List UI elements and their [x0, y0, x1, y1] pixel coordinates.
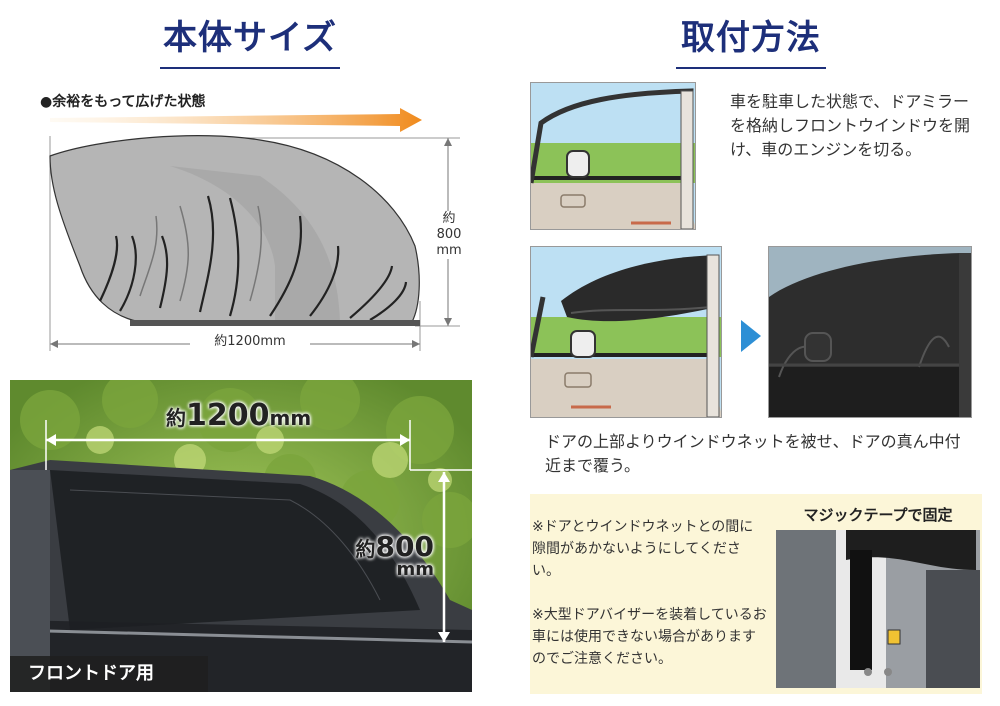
install-heading-text: 取付方法 [681, 18, 821, 58]
width-dimension-label: 約1200mm [190, 334, 310, 350]
photo-height-unit: mm [396, 559, 434, 580]
size-diagram: ●余裕をもって広げた状態 [20, 86, 490, 366]
velcro-illustration [776, 530, 980, 688]
net-illustration [49, 108, 460, 351]
next-step-arrow-icon [741, 320, 761, 352]
step2-before-illustration [531, 247, 721, 417]
install-heading: 取付方法 [676, 10, 826, 69]
height-dimension-label: 約 800 mm [432, 211, 466, 259]
spread-arrow-icon [50, 108, 422, 132]
height-dim-value: 800 [436, 227, 462, 242]
photo-height-value: 800 [375, 530, 434, 563]
photo-width-prefix: 約 [166, 406, 186, 430]
car-photo: 約1200mm 約800 mm フロントドア用 [10, 380, 472, 692]
front-door-caption: フロントドア用 [10, 656, 208, 692]
photo-width-value: 1200 [186, 398, 270, 433]
size-heading-text: 本体サイズ [163, 18, 337, 58]
photo-height-prefix: 約 [355, 537, 376, 561]
visor-warning-note: ※大型ドアバイザーを装着しているお車には使用できない場合がありますのでご注意くだ… [532, 607, 767, 667]
photo-height-dimension: 約800 mm [350, 530, 434, 580]
step1-description: 車を駐車した状態で、ドアミラーを格納しフロントウインドウを開け、車のエンジンを切… [730, 92, 971, 159]
gap-warning-note: ※ドアとウインドウネットとの間に隙間があかないようにしてください。 [532, 519, 754, 579]
height-dim-prefix: 約 [442, 211, 456, 226]
elastic-loops [99, 195, 408, 321]
photo-width-unit: mm [269, 406, 312, 430]
photo-width-dimension: 約1200mm [166, 398, 311, 433]
step2-description: ドアの上部よりウインドウネットを被せ、ドアの真ん中付近まで覆う。 [545, 432, 961, 475]
velcro-label: マジックテープで固定 [803, 506, 953, 524]
height-dim-unit: mm [436, 243, 462, 258]
velcro-photo [776, 530, 980, 688]
step2-after-image [768, 246, 972, 418]
step1-illustration [531, 83, 695, 229]
step2-after-illustration [769, 247, 971, 417]
step1-image [530, 82, 696, 230]
size-heading-underline [160, 67, 340, 69]
install-heading-underline [676, 67, 826, 69]
size-heading: 本体サイズ [160, 10, 340, 69]
step2-before-image [530, 246, 722, 418]
notes-panel: ※ドアとウインドウネットとの間に隙間があかないようにしてください。 ※大型ドアバ… [530, 494, 982, 694]
spread-state-label: ●余裕をもって広げた状態 [40, 94, 206, 110]
